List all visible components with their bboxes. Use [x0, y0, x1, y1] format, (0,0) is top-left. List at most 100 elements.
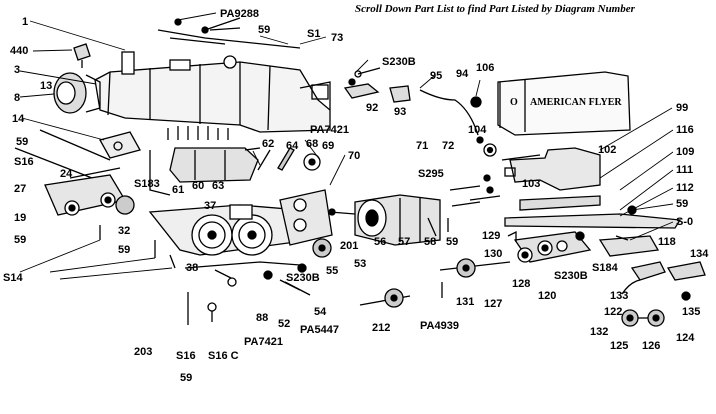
part-label: 106 [476, 62, 495, 74]
wheelset-125-126 [621, 309, 665, 327]
part-label: 8 [14, 92, 21, 104]
part-label: 128 [512, 278, 531, 290]
part-label: PA5447 [300, 324, 339, 336]
steam-chest [169, 147, 261, 183]
tender-frame [504, 195, 682, 229]
part-label: 54 [314, 306, 327, 318]
flywheel-53 [312, 238, 332, 258]
connecting-rods [184, 261, 311, 296]
part-label: 126 [642, 340, 661, 352]
part-label: 37 [204, 200, 217, 212]
tender-chassis-102 [504, 147, 601, 191]
part-label: S184 [592, 262, 618, 274]
part-label: 212 [372, 322, 391, 334]
part-94 [470, 96, 482, 108]
part-label: 14 [12, 113, 25, 125]
part-label: 109 [676, 146, 695, 158]
part-129 [507, 230, 517, 242]
part-label: 62 [262, 138, 275, 150]
part-label: 61 [172, 184, 185, 196]
part-label: 32 [118, 225, 131, 237]
part-s230b-mid [297, 263, 307, 273]
part-label: 99 [676, 102, 689, 114]
part-label: 68 [306, 138, 319, 150]
screw-s295 [449, 185, 501, 207]
part-label: 1 [22, 16, 29, 28]
part-label: 57 [398, 236, 411, 248]
part-label: S230B [554, 270, 588, 282]
tender-mark: O [510, 97, 518, 108]
pilot-truck [44, 167, 135, 216]
part-label: 129 [482, 230, 501, 242]
parts-104-72 [483, 143, 541, 194]
part-label: 64 [286, 140, 299, 152]
part-label: 59 [676, 198, 689, 210]
part-135 [681, 291, 691, 301]
part-label: 70 [348, 150, 361, 162]
parts-92-93 [343, 67, 411, 103]
part-label: 111 [676, 164, 694, 176]
part-label: S1 [307, 28, 321, 40]
part-label: 125 [610, 340, 629, 352]
part-201 [328, 208, 336, 216]
top-rods [157, 17, 301, 49]
wire-95 [419, 89, 484, 144]
part-label: 27 [14, 183, 27, 195]
part-label: 88 [256, 312, 269, 324]
part-label: S16 C [208, 350, 239, 362]
screw-58 [427, 217, 449, 237]
boiler-shell [94, 51, 331, 133]
motor-assembly [329, 194, 441, 246]
part-label: 19 [14, 212, 27, 224]
part-label: 124 [676, 332, 695, 344]
part-label: 122 [604, 306, 623, 318]
part-label: 203 [134, 346, 153, 358]
part-s230b-right [575, 231, 585, 241]
part-label: 130 [484, 248, 503, 260]
part-label: 94 [456, 68, 469, 80]
part-label: 24 [60, 168, 73, 180]
part-label: 13 [40, 80, 53, 92]
part-label: S14 [3, 272, 23, 284]
part-label: 72 [442, 140, 455, 152]
part-label: 55 [326, 265, 339, 277]
part-label: 102 [598, 144, 617, 156]
leader-lines [19, 12, 674, 280]
chassis-drivers [148, 189, 333, 256]
part-s230b-top [348, 78, 356, 86]
part-label: 133 [610, 290, 629, 302]
part-label: PA9288 [220, 8, 259, 20]
part-label: 71 [416, 140, 429, 152]
gear-shaft-131 [439, 258, 511, 278]
part-122 [621, 279, 641, 295]
part-label: 95 [430, 70, 443, 82]
gear-shaft-212 [359, 288, 411, 308]
part-label: 59 [258, 24, 271, 36]
part-label: 63 [212, 180, 225, 192]
part-label: 132 [590, 326, 609, 338]
part-label: S295 [418, 168, 444, 180]
part-label: 116 [676, 124, 694, 136]
part-label: 60 [192, 180, 205, 192]
part-label: 52 [278, 318, 291, 330]
part-label: 59 [14, 234, 27, 246]
part-label: 59 [446, 236, 459, 248]
part-label: 112 [676, 182, 694, 194]
tender-truck-rear [598, 235, 706, 281]
part-label: 3 [14, 64, 21, 76]
instruction-note: Scroll Down Part List to find Part Liste… [355, 3, 635, 15]
part-label: 135 [682, 306, 701, 318]
part-label: 69 [322, 140, 335, 152]
part-label: 118 [658, 236, 676, 248]
part-label: 127 [484, 298, 503, 310]
tender-truck-front [513, 231, 592, 263]
part-label: 103 [522, 178, 541, 190]
part-label: 59 [16, 136, 29, 148]
part-label: 131 [456, 296, 475, 308]
part-label: 56 [374, 236, 387, 248]
part-label: S16 [14, 156, 34, 168]
valve-gear-detail [14, 129, 141, 186]
part-label: 38 [186, 262, 199, 274]
part-label: 59 [118, 244, 131, 256]
